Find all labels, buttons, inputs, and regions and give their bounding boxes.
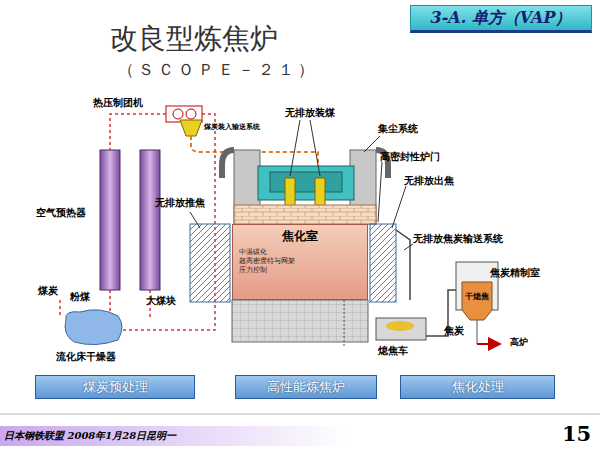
stage-band: 煤炭预处理: [35, 375, 195, 399]
node-label: 干熄焦: [465, 291, 489, 302]
part-label: 焦炭: [444, 324, 464, 338]
footer-bar: 日本钢铁联盟 2008年1月28日昆明一: [4, 427, 244, 445]
page-number: 15: [562, 421, 591, 446]
node-label: 煤炭预处理: [83, 378, 148, 396]
node-label: 高性能炼焦炉: [267, 378, 345, 396]
node-label: 焦化室: [239, 228, 361, 245]
part-label: 高密封性炉门: [380, 150, 440, 164]
part-label: 集尘系统: [378, 122, 418, 136]
part-label: 无排放装煤: [285, 106, 335, 120]
part-label: 无排放出焦: [404, 174, 454, 188]
part-label: 无排放推焦: [155, 196, 205, 210]
node-label: 焦化处理: [452, 378, 504, 396]
node-label: 3-A. 单方（VAP）: [431, 8, 572, 29]
part-label: 粉煤: [70, 290, 90, 304]
part-label: 焦炭精制室: [490, 266, 540, 280]
part-label: 热压制团机: [93, 96, 143, 110]
part-label: （ＳＣＯＰＥ－２１）: [118, 60, 318, 81]
coking-chamber: 焦化室中温碳化超高密度特与网架压力控制: [232, 224, 368, 300]
part-label: 空气预热器: [36, 206, 86, 220]
slide-title: 改良型炼焦炉: [110, 20, 278, 58]
stage-band: 高性能炼焦炉: [235, 375, 377, 399]
stage-band: 焦化处理: [400, 375, 555, 399]
part-label: 无排放焦炭输送系统: [413, 232, 503, 246]
part-label: 熄焦车: [378, 344, 408, 358]
cdq-vessel: 干熄焦: [462, 284, 492, 308]
part-label: 煤炭: [38, 284, 58, 298]
bullet-item: 压力控制: [239, 266, 361, 275]
node-label: 日本钢铁联盟 2008年1月28日昆明一: [4, 429, 176, 443]
bullet-item: 超高密度特与网架: [239, 257, 361, 266]
part-label: 煤炭装入输送系统: [204, 122, 260, 132]
section-banner: 3-A. 单方（VAP）: [410, 5, 592, 33]
part-label: 大煤块: [146, 294, 176, 308]
part-label: 高炉: [510, 336, 528, 349]
part-label: 流化床干燥器: [56, 350, 116, 364]
bullet-item: 中温碳化: [239, 248, 361, 257]
